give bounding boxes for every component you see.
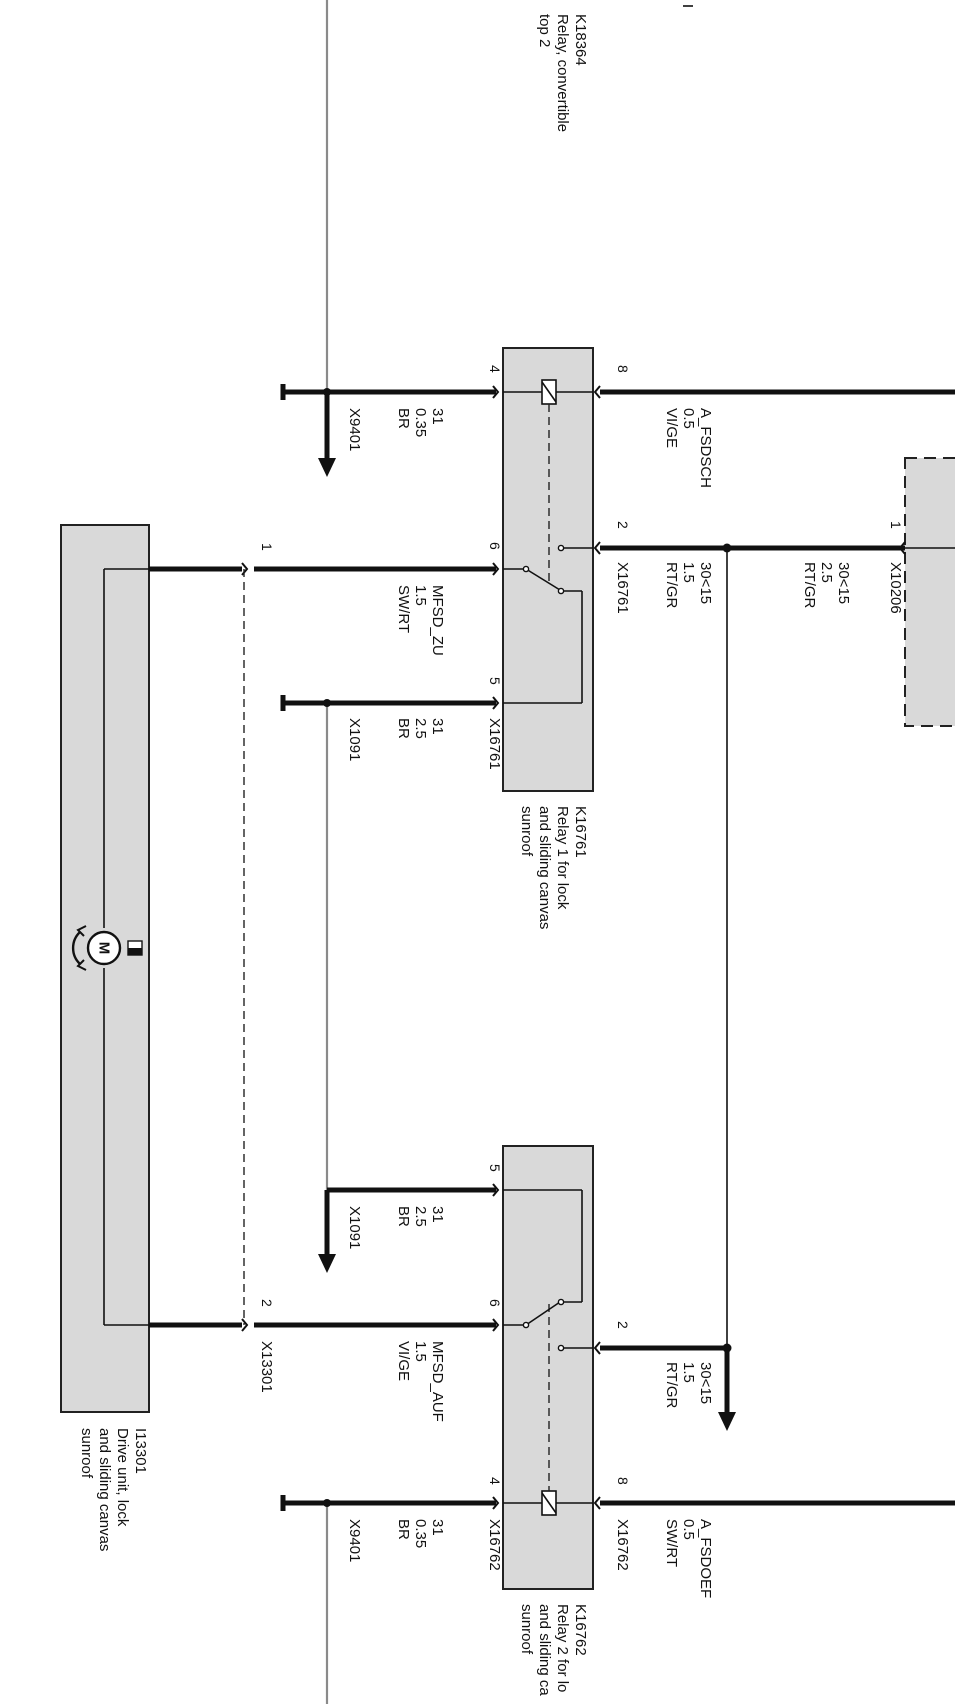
wire-size: 0.5 — [680, 408, 697, 429]
pin-label: 2 — [615, 1321, 631, 1329]
k16761-desc2: and sliding canvas — [536, 806, 553, 929]
pin-label: 4 — [487, 365, 503, 373]
wire-color: RT/GR — [663, 1362, 680, 1409]
wire-size: 1.5 — [680, 1362, 697, 1383]
wire-size: 2.5 — [412, 718, 429, 739]
splice-dot-icon — [722, 1343, 732, 1353]
connector-label: X16762 — [486, 1519, 503, 1571]
connector-label: X16761 — [614, 562, 631, 614]
wire-signal: 31 — [429, 1206, 446, 1223]
splice-dot-icon — [323, 1499, 331, 1507]
pin-label: 1 — [259, 543, 275, 551]
wire-signal: A_FSDOEF — [697, 1519, 714, 1598]
k16761-desc3: sunroof — [518, 806, 535, 857]
wire-size: 2.5 — [818, 562, 835, 583]
wire-signal: MFSD_AUF — [429, 1341, 446, 1422]
wire-color: SW/RT — [395, 585, 412, 633]
wire-signal: 31 — [429, 408, 446, 425]
wire-size: 0.35 — [412, 408, 429, 437]
connector-label: X1091 — [346, 1206, 363, 1249]
splice-dot-icon — [722, 543, 732, 553]
wire-signal: 30<15 — [697, 562, 714, 604]
wire-signal: 31 — [429, 718, 446, 735]
wire-size: 0.35 — [412, 1519, 429, 1548]
motor-label: M — [96, 942, 113, 955]
arrow-down-icon — [318, 1254, 336, 1273]
wire-size: 1.5 — [412, 1341, 429, 1362]
wire-size: 1.5 — [680, 562, 697, 583]
labels: K18364 Relay, convertible top 2 8 4 2 6 … — [78, 14, 904, 1696]
wire-color: RT/GR — [801, 562, 818, 609]
wire-size: 2.5 — [412, 1206, 429, 1227]
splice-dot-icon — [323, 699, 331, 707]
pin-label: 4 — [487, 1477, 503, 1485]
arrow-down-icon — [718, 1412, 736, 1431]
k16762-desc3: sunroof — [518, 1604, 535, 1655]
wire-color: BR — [395, 1519, 412, 1540]
connector-label: X1091 — [346, 718, 363, 761]
connector-terminal-icons — [241, 385, 906, 1510]
drive-unit-internals: M — [71, 568, 149, 1326]
k16762-desc2: and sliding ca — [536, 1604, 553, 1696]
pin-label: 2 — [615, 521, 631, 529]
wire-signal: A_FSDSCH — [697, 408, 714, 488]
wire-color: VI/GE — [395, 1341, 412, 1381]
connector-label: X9401 — [346, 408, 363, 451]
wire-color: BR — [395, 718, 412, 739]
i13301-id: I13301 — [132, 1428, 149, 1474]
wire-signal: MFSD_ZU — [429, 585, 446, 656]
wire-color: BR — [395, 408, 412, 429]
wire-signal: 30<15 — [697, 1362, 714, 1404]
k18364-id: K18364 — [572, 14, 589, 66]
connector-label: X9401 — [346, 1519, 363, 1562]
wire-size: 0.5 — [680, 1519, 697, 1540]
pin-label: 2 — [259, 1299, 275, 1307]
wire-color: VI/GE — [663, 408, 680, 448]
wire-size: 1.5 — [412, 585, 429, 606]
pin-label: 8 — [615, 1477, 631, 1485]
pin-label: 6 — [487, 1299, 503, 1307]
splice-dot-icon — [323, 388, 331, 396]
wire-color: BR — [395, 1206, 412, 1227]
i13301-desc1: Drive unit, lock — [114, 1428, 131, 1527]
connector-label: X16762 — [614, 1519, 631, 1571]
x10206-component-box[interactable] — [904, 457, 955, 727]
k16762-desc1: Relay 2 for lo — [554, 1604, 571, 1692]
pin-label: 1 — [888, 521, 904, 529]
pin-label: 6 — [487, 542, 503, 550]
wire-color: SW/RT — [663, 1519, 680, 1567]
pin-label: 8 — [615, 365, 631, 373]
k16762-id: K16762 — [572, 1604, 589, 1656]
motor-icon — [86, 930, 122, 966]
connector-label: X16761 — [486, 718, 503, 770]
k18364-desc2: top 2 — [536, 14, 553, 47]
relay-2-box[interactable] — [502, 1145, 594, 1590]
k16761-id: K16761 — [572, 806, 589, 858]
wire-signal: 31 — [429, 1519, 446, 1536]
relay-1-internals — [503, 379, 593, 704]
drive-unit-box[interactable] — [60, 524, 150, 1413]
k16761-desc1: Relay 1 for lock — [554, 806, 571, 910]
arrow-down-icon — [318, 458, 336, 477]
k18364-desc1: Relay, convertible — [554, 14, 571, 132]
pin-label: 5 — [487, 677, 503, 685]
connector-label: X13301 — [258, 1341, 275, 1393]
wire-color: RT/GR — [663, 562, 680, 609]
i13301-desc3: sunroof — [78, 1428, 95, 1479]
wire-signal: 30<15 — [835, 562, 852, 604]
relay-2-internals — [503, 1189, 593, 1516]
pin-label: 5 — [487, 1164, 503, 1172]
connector-label: X10206 — [887, 562, 904, 614]
i13301-desc2: and sliding canvas — [96, 1428, 113, 1551]
